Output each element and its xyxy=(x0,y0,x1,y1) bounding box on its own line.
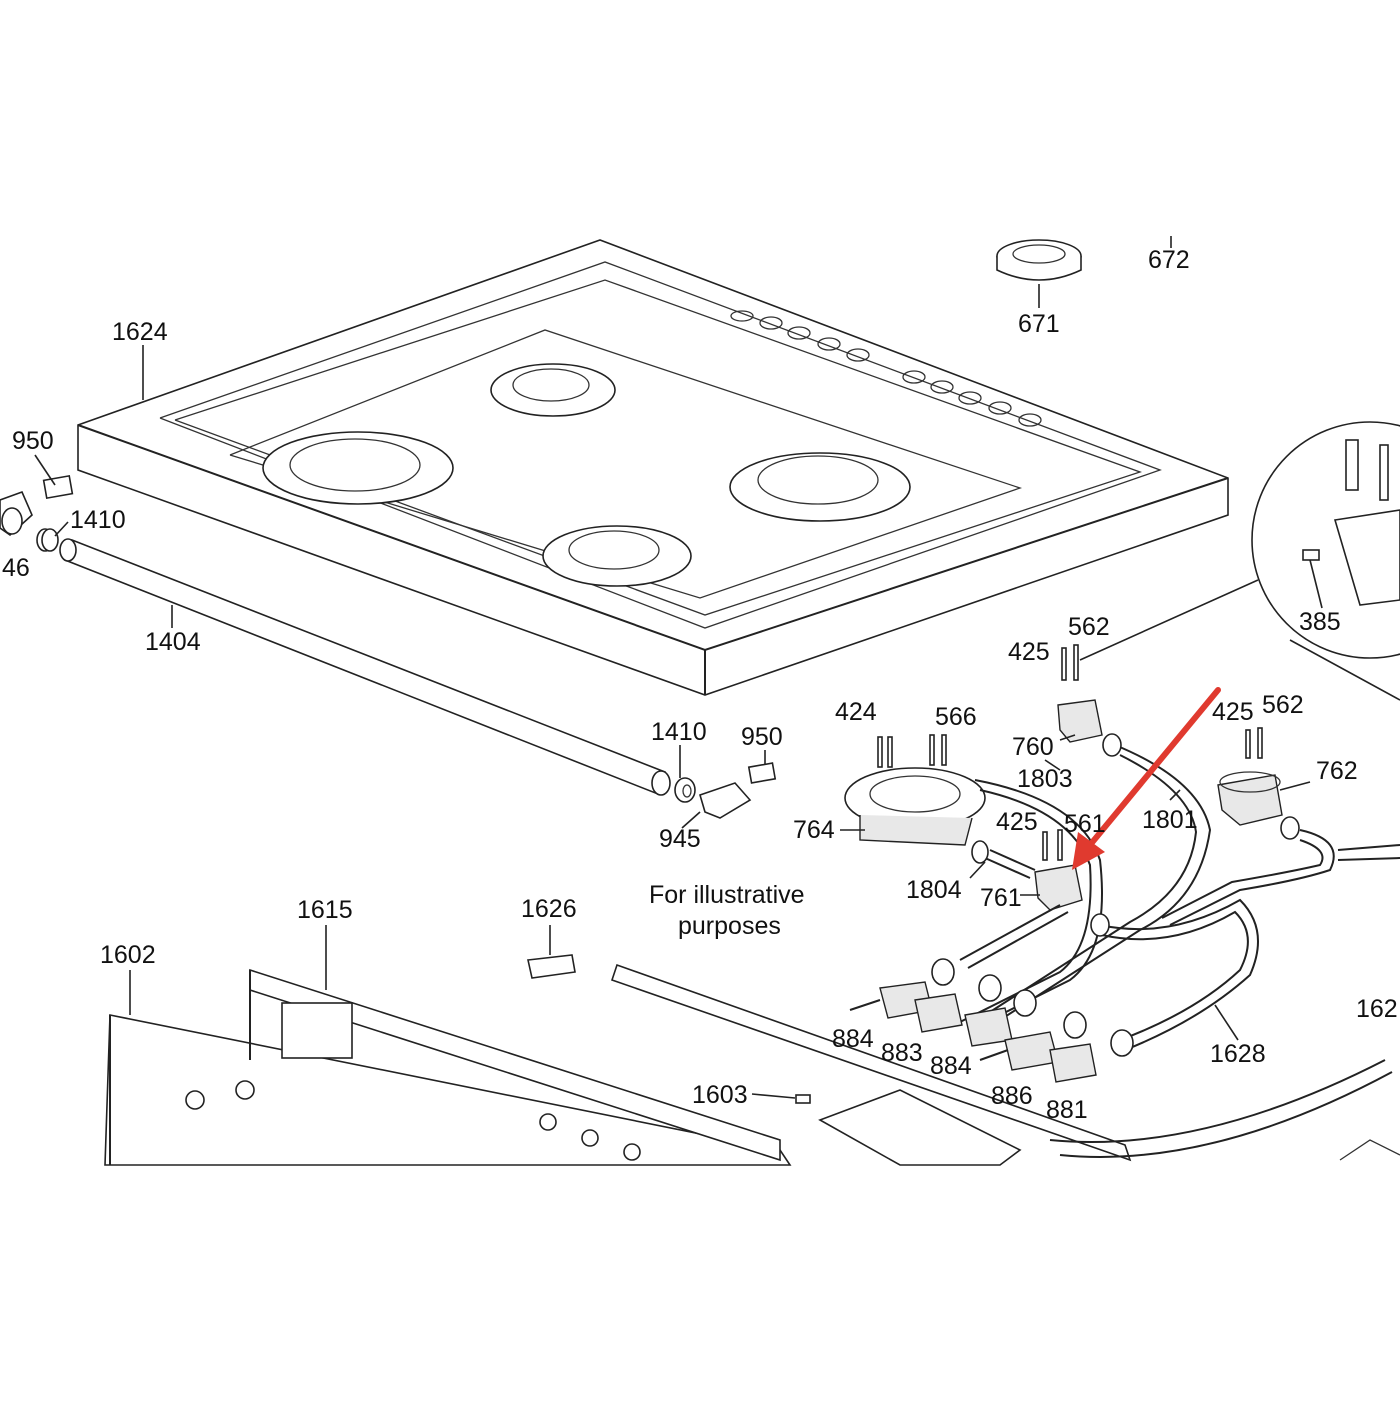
label-1404: 1404 xyxy=(145,628,201,656)
label-884-mid: 884 xyxy=(930,1052,972,1080)
burner-bodies xyxy=(844,699,1283,911)
label-424: 424 xyxy=(835,698,877,726)
label-1624: 1624 xyxy=(112,318,168,346)
label-1603: 1603 xyxy=(692,1081,748,1109)
label-883: 883 xyxy=(881,1039,923,1067)
label-566: 566 xyxy=(935,703,977,731)
label-672: 672 xyxy=(1148,246,1190,274)
label-425-mid: 425 xyxy=(996,808,1038,836)
label-950-left: 950 xyxy=(12,427,54,455)
label-1804: 1804 xyxy=(906,876,962,904)
burner-cap-671 xyxy=(996,236,1172,308)
label-886: 886 xyxy=(991,1082,1033,1110)
right-hardware xyxy=(674,762,777,819)
label-881: 881 xyxy=(1046,1096,1088,1124)
label-1628: 1628 xyxy=(1210,1040,1266,1068)
front-panels xyxy=(104,954,1022,1166)
label-385: 385 xyxy=(1299,608,1341,636)
label-760: 760 xyxy=(1012,733,1054,761)
label-1626: 1626 xyxy=(521,895,577,923)
detail-magnifier xyxy=(1079,421,1400,701)
gas-valves xyxy=(849,958,1134,1083)
label-162x: 162 xyxy=(1356,995,1398,1023)
label-671: 671 xyxy=(1018,310,1060,338)
gas-tubes xyxy=(959,733,1400,1051)
label-764: 764 xyxy=(793,816,835,844)
label-425-top: 425 xyxy=(1008,638,1050,666)
label-1801: 1801 xyxy=(1142,806,1198,834)
label-1410-left: 1410 xyxy=(70,506,126,534)
label-46: 46 xyxy=(2,554,30,582)
label-1615: 1615 xyxy=(297,896,353,924)
label-562-top: 562 xyxy=(1068,613,1110,641)
label-950-right: 950 xyxy=(741,723,783,751)
label-425-right: 425 xyxy=(1212,698,1254,726)
label-1410-right: 1410 xyxy=(651,718,707,746)
illustrative-note-line2: purposes xyxy=(678,912,781,940)
label-884-left: 884 xyxy=(832,1025,874,1053)
leader-lines xyxy=(34,345,1323,1099)
left-hardware xyxy=(0,474,671,796)
electrodes xyxy=(877,644,1263,861)
label-945: 945 xyxy=(659,825,701,853)
illustrative-note-line1: For illustrative xyxy=(649,881,805,909)
label-1602: 1602 xyxy=(100,941,156,969)
cooktop-1624 xyxy=(77,239,1229,696)
label-561: 561 xyxy=(1064,810,1106,838)
label-761: 761 xyxy=(980,884,1022,912)
label-562-right: 562 xyxy=(1262,691,1304,719)
label-762: 762 xyxy=(1316,757,1358,785)
red-pointer-arrow xyxy=(1072,687,1221,870)
label-1803: 1803 xyxy=(1017,765,1073,793)
lower-manifold xyxy=(610,963,1400,1162)
